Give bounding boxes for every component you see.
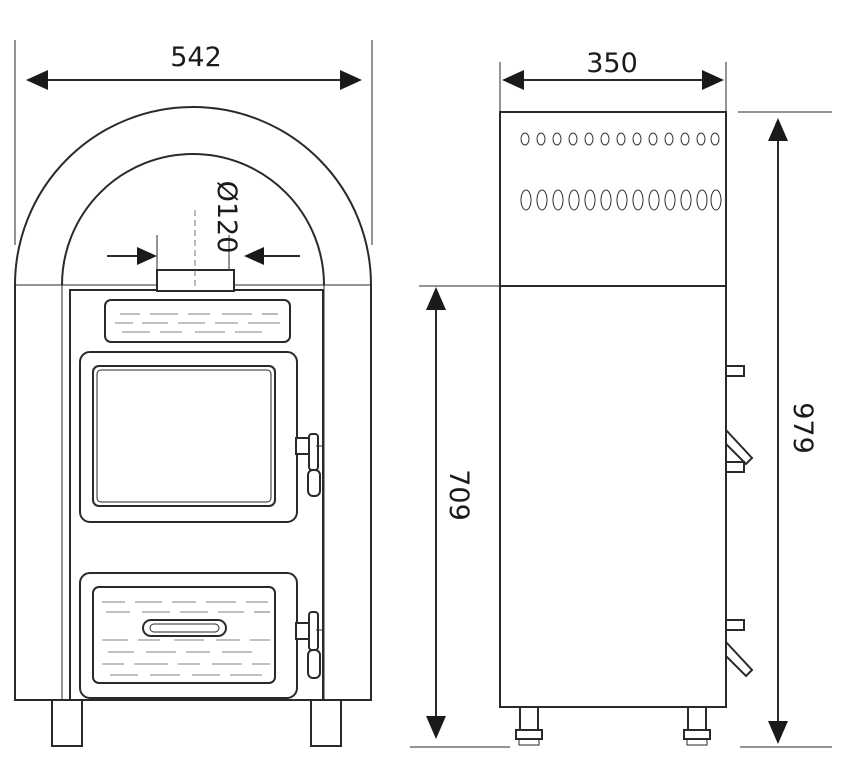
flue-diameter-label: Ø120 bbox=[211, 181, 242, 254]
fire-door bbox=[79, 351, 298, 523]
front-width-dimension: 542 bbox=[26, 42, 362, 90]
front-leg-left bbox=[51, 699, 83, 747]
ash-door-inner bbox=[92, 586, 276, 684]
hood-vent-row-top bbox=[520, 132, 720, 146]
side-hood bbox=[499, 111, 727, 287]
ash-door-hatching bbox=[102, 601, 270, 676]
total-height-label: 979 bbox=[787, 402, 818, 454]
air-slide-inner bbox=[149, 623, 220, 633]
arrow-right bbox=[340, 70, 362, 90]
front-width-label: 542 bbox=[170, 42, 222, 73]
top-vent-hatching bbox=[115, 313, 280, 333]
top-vent-panel bbox=[104, 299, 291, 343]
flue-collar bbox=[156, 269, 235, 292]
body-height-label: 709 bbox=[443, 469, 474, 521]
body-height-dimension: 709 bbox=[426, 287, 474, 739]
fire-door-handle bbox=[295, 433, 322, 497]
fire-door-glass bbox=[92, 365, 276, 507]
air-slide bbox=[142, 619, 227, 637]
side-foot-right bbox=[683, 706, 711, 746]
side-view bbox=[410, 62, 832, 748]
ash-door-handle bbox=[295, 611, 322, 679]
front-inner-arch bbox=[61, 153, 325, 286]
side-depth-label: 350 bbox=[586, 48, 638, 79]
side-handle-lower bbox=[725, 619, 754, 678]
side-foot-left bbox=[515, 706, 543, 746]
fire-door-glass-inner bbox=[96, 369, 272, 503]
total-height-dimension: 979 bbox=[768, 118, 818, 744]
hood-vent-row-bottom bbox=[520, 189, 722, 211]
front-view bbox=[14, 40, 373, 747]
front-leg-right bbox=[310, 699, 342, 747]
side-handle-upper bbox=[725, 365, 754, 473]
side-depth-dimension: 350 bbox=[502, 48, 724, 90]
flue-diameter-dimension: Ø120 bbox=[107, 181, 300, 265]
arrow-left bbox=[26, 70, 48, 90]
side-body bbox=[499, 285, 727, 708]
